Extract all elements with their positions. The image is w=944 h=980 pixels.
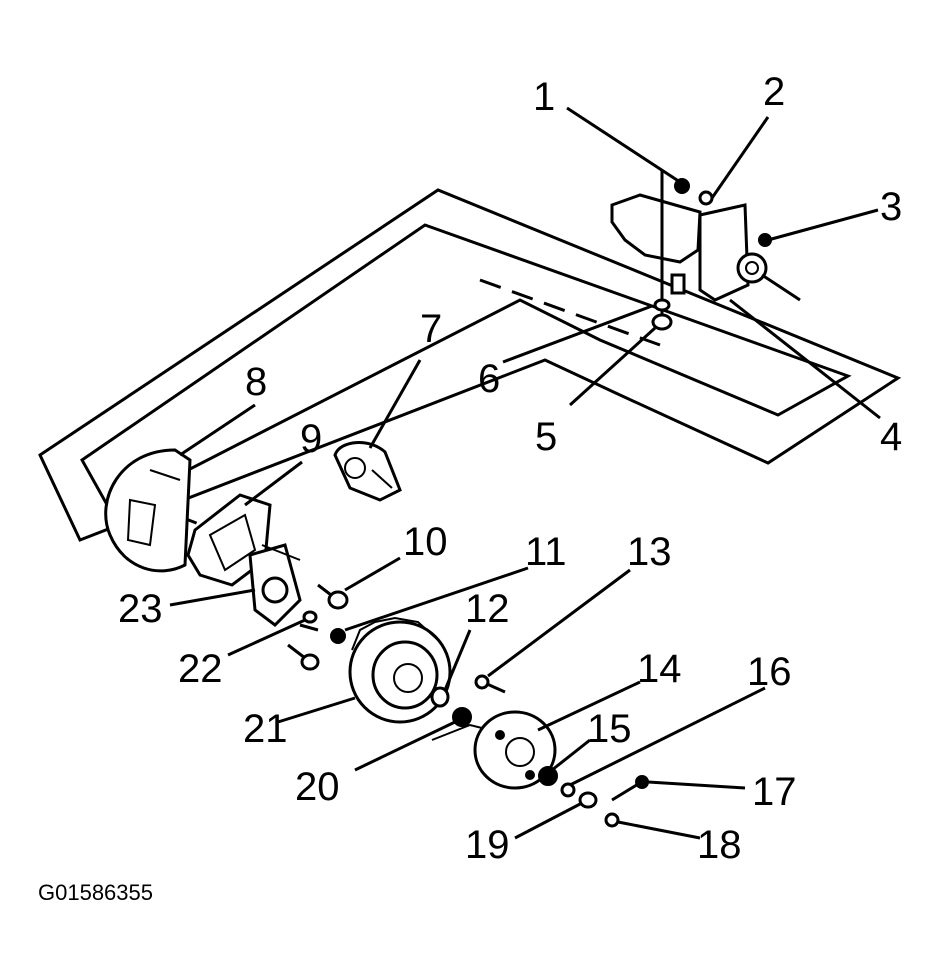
callout-12: 12 [465,587,510,631]
callout-2: 2 [763,70,785,114]
backing-plate [104,448,192,573]
callout-11: 11 [525,530,567,574]
brake-drum [348,616,452,724]
callout-9: 9 [300,417,322,461]
callout-19: 19 [465,823,510,867]
leader-lines [169,106,881,840]
fasteners-left [287,583,349,671]
callout-7: 7 [420,307,442,351]
figure-id: G01586355 [38,880,153,905]
callout-3: 3 [880,185,902,229]
hub [473,674,557,790]
callout-1: 1 [533,75,555,119]
callout-21: 21 [243,707,288,751]
wheel-cylinder [333,441,402,502]
callout-5: 5 [535,415,557,459]
callout-16: 16 [747,650,792,694]
callout-8: 8 [245,360,267,404]
callout-22: 22 [178,647,223,691]
callout-18: 18 [697,823,742,867]
small-parts-right [538,766,649,828]
brake-shoe-assembly [186,493,302,627]
callout-4: 4 [880,415,902,459]
callout-14: 14 [637,647,682,691]
callout-17: 17 [752,770,797,814]
callout-15: 15 [587,707,632,751]
callout-23: 23 [118,587,163,631]
callout-labels: 1 2 3 4 5 6 7 8 9 10 11 12 13 14 15 16 1… [118,70,902,867]
callout-20: 20 [295,765,340,809]
callout-6: 6 [478,357,500,401]
upper-bracket-assembly [610,170,801,331]
callout-13: 13 [627,530,672,574]
callout-10: 10 [403,520,448,564]
